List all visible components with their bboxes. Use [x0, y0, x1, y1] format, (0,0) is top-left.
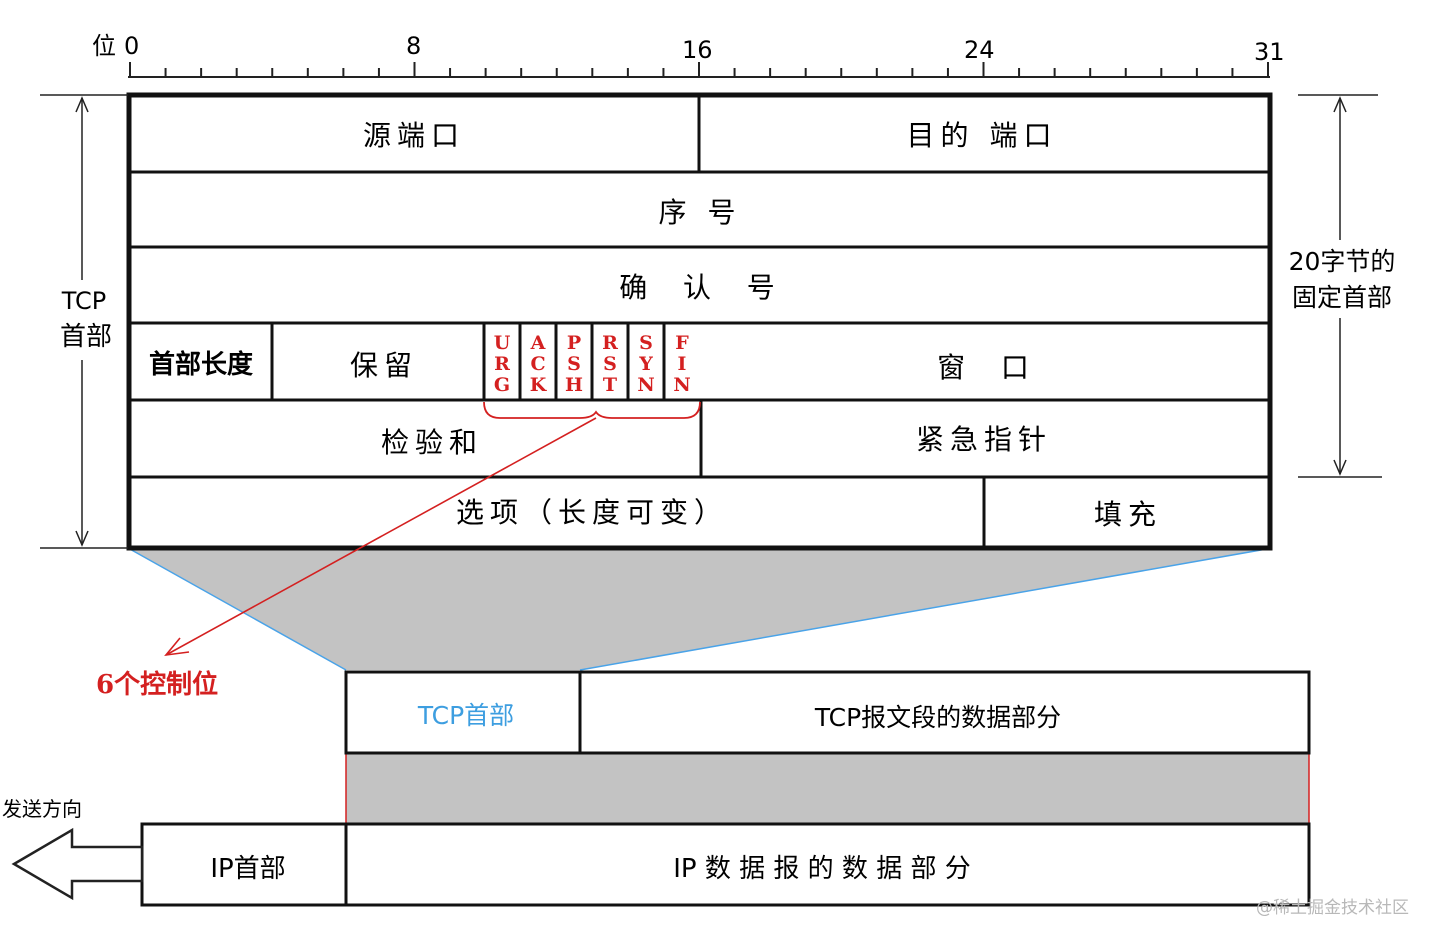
- watermark: @稀土掘金技术社区: [1256, 898, 1409, 918]
- flag-syn-char: Y: [638, 353, 653, 375]
- flag-urg-char: G: [494, 374, 510, 396]
- flag-ack-char: A: [530, 332, 546, 354]
- flag-psh: PSH: [565, 332, 583, 396]
- bit-tick-0: 0: [124, 32, 139, 60]
- send-direction-label: 发送方向: [2, 797, 82, 821]
- fixed-header-line1: 20字节的: [1289, 247, 1396, 276]
- segment-ip-funnel: [346, 754, 1309, 824]
- flag-dividers: [518, 323, 666, 400]
- ruler-ticks: [129, 62, 1269, 77]
- header-length-label: 首部长度: [149, 349, 253, 380]
- dest-port-label: 目的 端口: [907, 119, 1058, 152]
- ack-number-label: 确 认 号: [619, 271, 781, 304]
- flag-psh-char: H: [565, 374, 583, 396]
- tcp-header-dimension: TCP 首部: [40, 94, 128, 549]
- control-bits-label: 6个控制位: [96, 669, 218, 700]
- flag-psh-char: P: [567, 332, 581, 354]
- bit-tick-16: 16: [682, 36, 713, 64]
- flag-fin-char: I: [678, 353, 687, 375]
- control-bits-arrowhead: [164, 637, 190, 657]
- tcp-header-side-line2: 首部: [60, 322, 112, 352]
- control-bits-pointer: [165, 417, 597, 656]
- send-direction-arrow-icon: [11, 827, 144, 901]
- urgent-pointer-label: 紧急指针: [916, 423, 1052, 456]
- checksum-label: 检验和: [381, 426, 483, 459]
- flag-urg-char: R: [494, 353, 510, 375]
- flag-syn-char: N: [637, 374, 654, 396]
- sequence-number-label: 序 号: [659, 196, 742, 229]
- tcp-header-side-line1: TCP: [61, 287, 106, 315]
- funnel-left-edge: [127, 547, 347, 671]
- flag-psh-char: S: [567, 353, 581, 375]
- padding-label: 填充: [1094, 498, 1162, 531]
- flag-rst-char: R: [602, 332, 618, 354]
- flag-syn: SYN: [637, 332, 654, 396]
- flag-ack-char: C: [530, 353, 545, 375]
- ip-datagram-box: [140, 822, 1311, 907]
- window-label: 窗 口: [937, 351, 1035, 384]
- flag-ack-char: K: [530, 374, 548, 396]
- ip-data-label: IP 数 据 报 的 数 据 部 分: [673, 854, 970, 884]
- funnel-right-edge: [579, 547, 1273, 671]
- flag-urg: URG: [494, 332, 511, 396]
- bit-axis-label: 位: [92, 32, 116, 60]
- flags-brace: [483, 401, 701, 419]
- segment-tcp-data-label: TCP报文段的数据部分: [814, 703, 1061, 732]
- ip-header-label: IP首部: [210, 854, 285, 884]
- tcp-segment-box: [344, 670, 1311, 755]
- flag-fin: FIN: [673, 332, 690, 396]
- header-expand-funnel: [128, 548, 1272, 670]
- flag-rst-char: T: [603, 374, 617, 396]
- flag-syn-char: S: [639, 332, 653, 354]
- flag-rst-char: S: [603, 353, 617, 375]
- bit-tick-24: 24: [964, 36, 995, 64]
- flag-fin-char: N: [673, 374, 690, 396]
- fixed-header-line2: 固定首部: [1292, 283, 1392, 312]
- segment-tcp-header-label: TCP首部: [417, 701, 514, 730]
- fixed-header-dimension: 20字节的 固定首部: [1289, 94, 1396, 478]
- flag-ack: ACK: [530, 332, 548, 396]
- options-label: 选项（长度可变）: [456, 496, 728, 529]
- reserved-label: 保留: [350, 349, 418, 382]
- flag-rst: RST: [602, 332, 618, 396]
- flag-urg-char: U: [494, 332, 511, 354]
- flag-fin-char: F: [675, 332, 689, 354]
- source-port-label: 源端口: [363, 119, 465, 152]
- bit-tick-8: 8: [406, 32, 421, 60]
- bit-tick-31: 31: [1254, 38, 1285, 66]
- bit-ruler: 位 0 8 16 24 31: [92, 32, 1285, 78]
